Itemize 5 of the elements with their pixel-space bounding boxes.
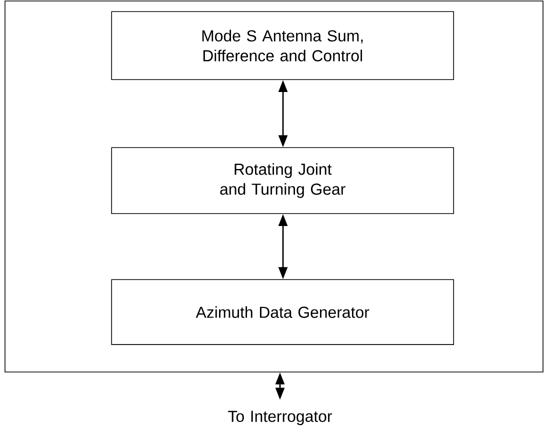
frame-box (4, 0, 544, 372)
bare-text: To Interrogator (228, 410, 332, 426)
process-box: Mode S Antenna Sum, Difference and Control (111, 11, 454, 80)
process-box: Azimuth Data Generator (111, 279, 454, 345)
process-box: Rotating Joint and Turning Gear (111, 147, 454, 214)
